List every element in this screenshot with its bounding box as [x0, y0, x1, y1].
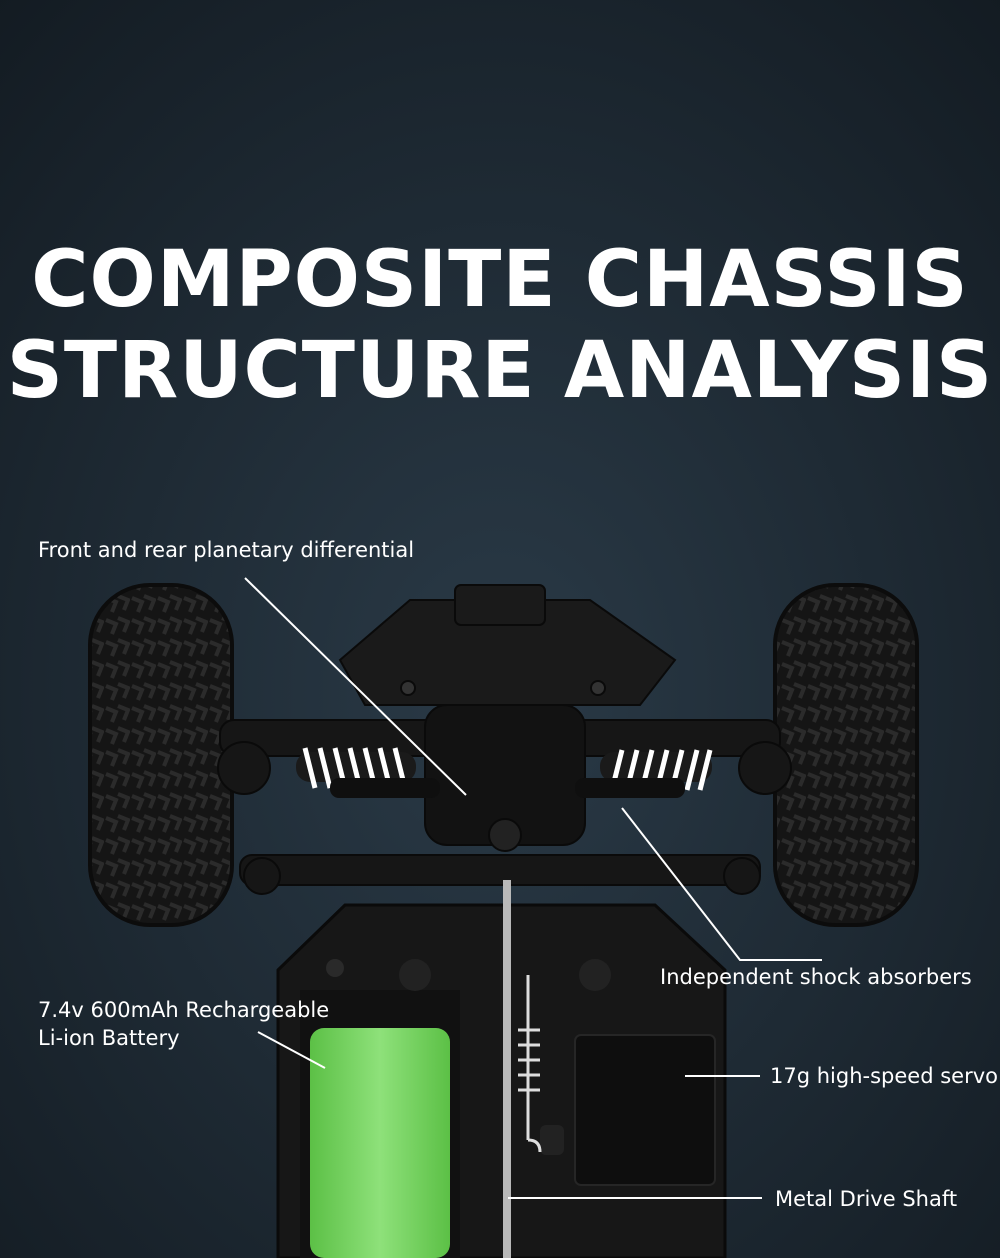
differential-housing	[424, 704, 586, 852]
label-battery-line-2: Li-ion Battery	[38, 1026, 180, 1050]
drive-shaft	[503, 880, 511, 1258]
wheel-right	[773, 583, 919, 927]
suspension-arms	[217, 719, 792, 895]
callout-lines	[244, 577, 822, 1199]
label-servo: 17g high-speed servo	[770, 1064, 998, 1088]
callout-line-differential	[244, 577, 467, 796]
label-shock-absorbers: Independent shock absorbers	[660, 965, 972, 989]
callout-line-shocks	[621, 807, 822, 961]
label-differential: Front and rear planetary differential	[38, 538, 415, 562]
headline-line-2: STRUCTURE ANALYSIS	[6, 326, 994, 416]
shock-absorber-left	[296, 747, 440, 798]
wheel-left	[88, 583, 234, 927]
battery	[310, 1028, 450, 1258]
servo	[540, 1034, 716, 1186]
front-bumper	[338, 584, 677, 706]
headline-line-1: COMPOSITE CHASSIS	[31, 235, 969, 325]
steering-linkage	[518, 975, 542, 1153]
callout-line-battery	[257, 1031, 326, 1069]
shock-absorber-right	[575, 749, 713, 798]
label-battery-line-1: 7.4v 600mAh Rechargeable	[38, 998, 330, 1022]
label-drive-shaft: Metal Drive Shaft	[775, 1187, 958, 1211]
